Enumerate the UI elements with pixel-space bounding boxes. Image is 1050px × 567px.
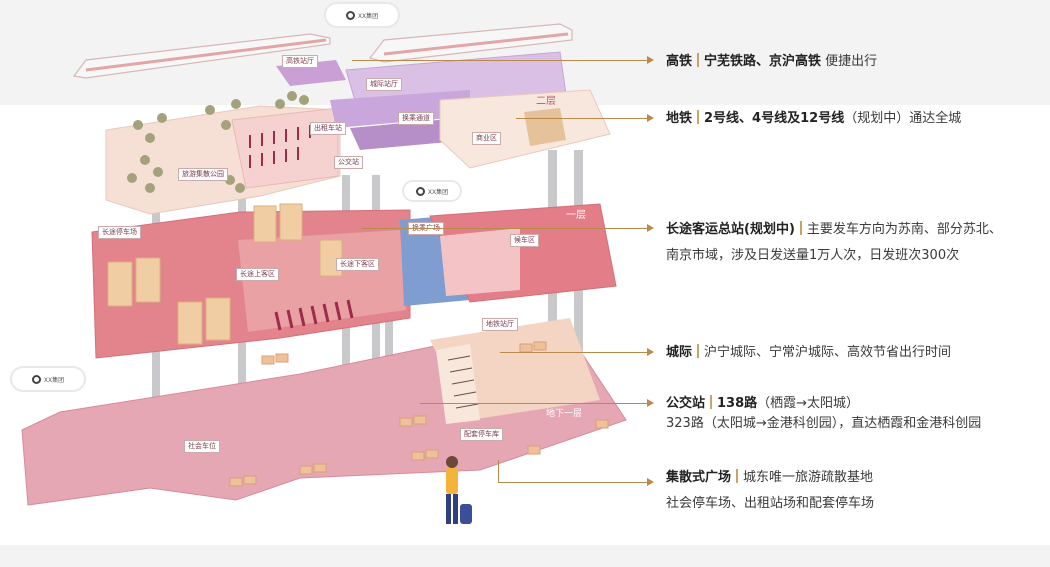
- map-tag-bus: 公交站: [334, 156, 363, 169]
- leader-intercity: [500, 348, 654, 356]
- floor-label-1f: 一层: [566, 209, 586, 221]
- callout-intercity-title: 城际: [666, 345, 693, 360]
- map-tag-park: 旅游集散公园: [178, 168, 228, 181]
- map-tag-coach-parking: 长途停车场: [98, 226, 141, 239]
- logo-text: XX集团: [357, 12, 379, 20]
- floor-label-b1: 地下一层: [546, 407, 582, 419]
- high-speed-train-right: [368, 23, 573, 63]
- callout-coach-title: 长途客运总站(规划中): [666, 222, 795, 237]
- map-tag-social-parking: 社会车位: [184, 440, 220, 453]
- high-speed-train-left: [72, 33, 331, 79]
- callout-metro: 地铁 2号线、4号线及12号线（规划中）通达全城: [666, 109, 961, 129]
- leader-metro: [516, 114, 654, 122]
- callout-rail-rest: 便捷出行: [821, 54, 878, 69]
- callout-plaza: 集散式广场城东唯一旅游疏散基地 社会停车场、出租站场和配套停车场: [666, 468, 874, 514]
- callout-coach-rest: 主要发车方向为苏南、部分苏北、: [806, 222, 1002, 237]
- logo-badge-left: XX集团: [12, 368, 84, 390]
- map-tag-garage: 配套停车库: [460, 428, 503, 441]
- callout-intercity-rest: 沪宁城际、宁常沪城际、高效节省出行时间: [704, 345, 952, 360]
- logo-icon: [31, 374, 41, 384]
- leader-rail: [352, 56, 654, 64]
- callout-rail-detail: 宁芜铁路、京沪高铁: [704, 54, 822, 69]
- callout-bus: 公交站 138路（栖霞→太阳城） 323路（太阳城→金港科创园），直达栖霞和金港科…: [666, 394, 981, 434]
- map-tag-commercial: 商业区: [472, 132, 501, 145]
- callout-coach: 长途客运总站(规划中) 主要发车方向为苏南、部分苏北、 南京市域，涉及日发送量1万…: [666, 220, 1002, 266]
- logo-text: XX集团: [43, 376, 65, 384]
- leader-coach: [362, 224, 654, 232]
- map-tag-waiting: 候车区: [510, 234, 539, 247]
- callout-plaza-title: 集散式广场: [666, 470, 732, 485]
- traveler-figure: [446, 456, 472, 524]
- callout-bus-rest: （栖霞→太阳城）: [757, 396, 860, 411]
- map-tag-metro-hall: 地铁站厅: [482, 318, 518, 331]
- callout-rail-title: 高铁: [666, 54, 693, 69]
- map-tag-intercity-hall: 城际站厅: [366, 78, 402, 91]
- callout-intercity: 城际沪宁城际、宁常沪城际、高效节省出行时间: [666, 343, 951, 363]
- logo-text: XX集团: [427, 188, 449, 196]
- floor-label-2f: 二层: [536, 95, 556, 107]
- logo-icon: [345, 10, 355, 20]
- callout-plaza-line2: 社会停车场、出租站场和配套停车场: [666, 496, 875, 511]
- callout-bus-line2: 323路（太阳城→金港科创园），直达栖霞和金港科创园: [666, 416, 982, 431]
- map-tag-rail-hall: 高铁站厅: [282, 55, 318, 68]
- callout-coach-line2: 南京市域，涉及日发送量1万人次，日发班次300次: [666, 248, 960, 263]
- map-tag-coach-alight: 长途下客区: [336, 258, 379, 271]
- logo-badge-middle: XX集团: [404, 182, 460, 200]
- map-tag-coach-boarding: 长途上客区: [236, 268, 279, 281]
- background-band-bottom: [0, 545, 1050, 567]
- leader-bus: [420, 399, 654, 407]
- callout-bus-title: 公交站: [666, 396, 706, 411]
- callout-metro-title: 地铁: [666, 111, 693, 126]
- callout-rail: 高铁宁芜铁路、京沪高铁 便捷出行: [666, 52, 877, 72]
- leader-plaza-vertical: [498, 460, 499, 482]
- logo-icon: [415, 186, 425, 196]
- leader-plaza: [498, 478, 654, 486]
- map-tag-taxi: 出租车站: [310, 122, 346, 135]
- lower-level: [21, 318, 627, 506]
- callout-bus-detail: 138路: [717, 396, 758, 411]
- logo-badge-top: XX集团: [326, 4, 398, 26]
- callout-plaza-rest: 城东唯一旅游疏散基地: [743, 470, 874, 485]
- callout-metro-detail: 2号线、4号线及12号线: [704, 111, 845, 126]
- callout-metro-rest: （规划中）通达全城: [844, 111, 962, 126]
- map-tag-transfer: 换乘通道: [398, 112, 434, 125]
- upper-level: [105, 51, 611, 215]
